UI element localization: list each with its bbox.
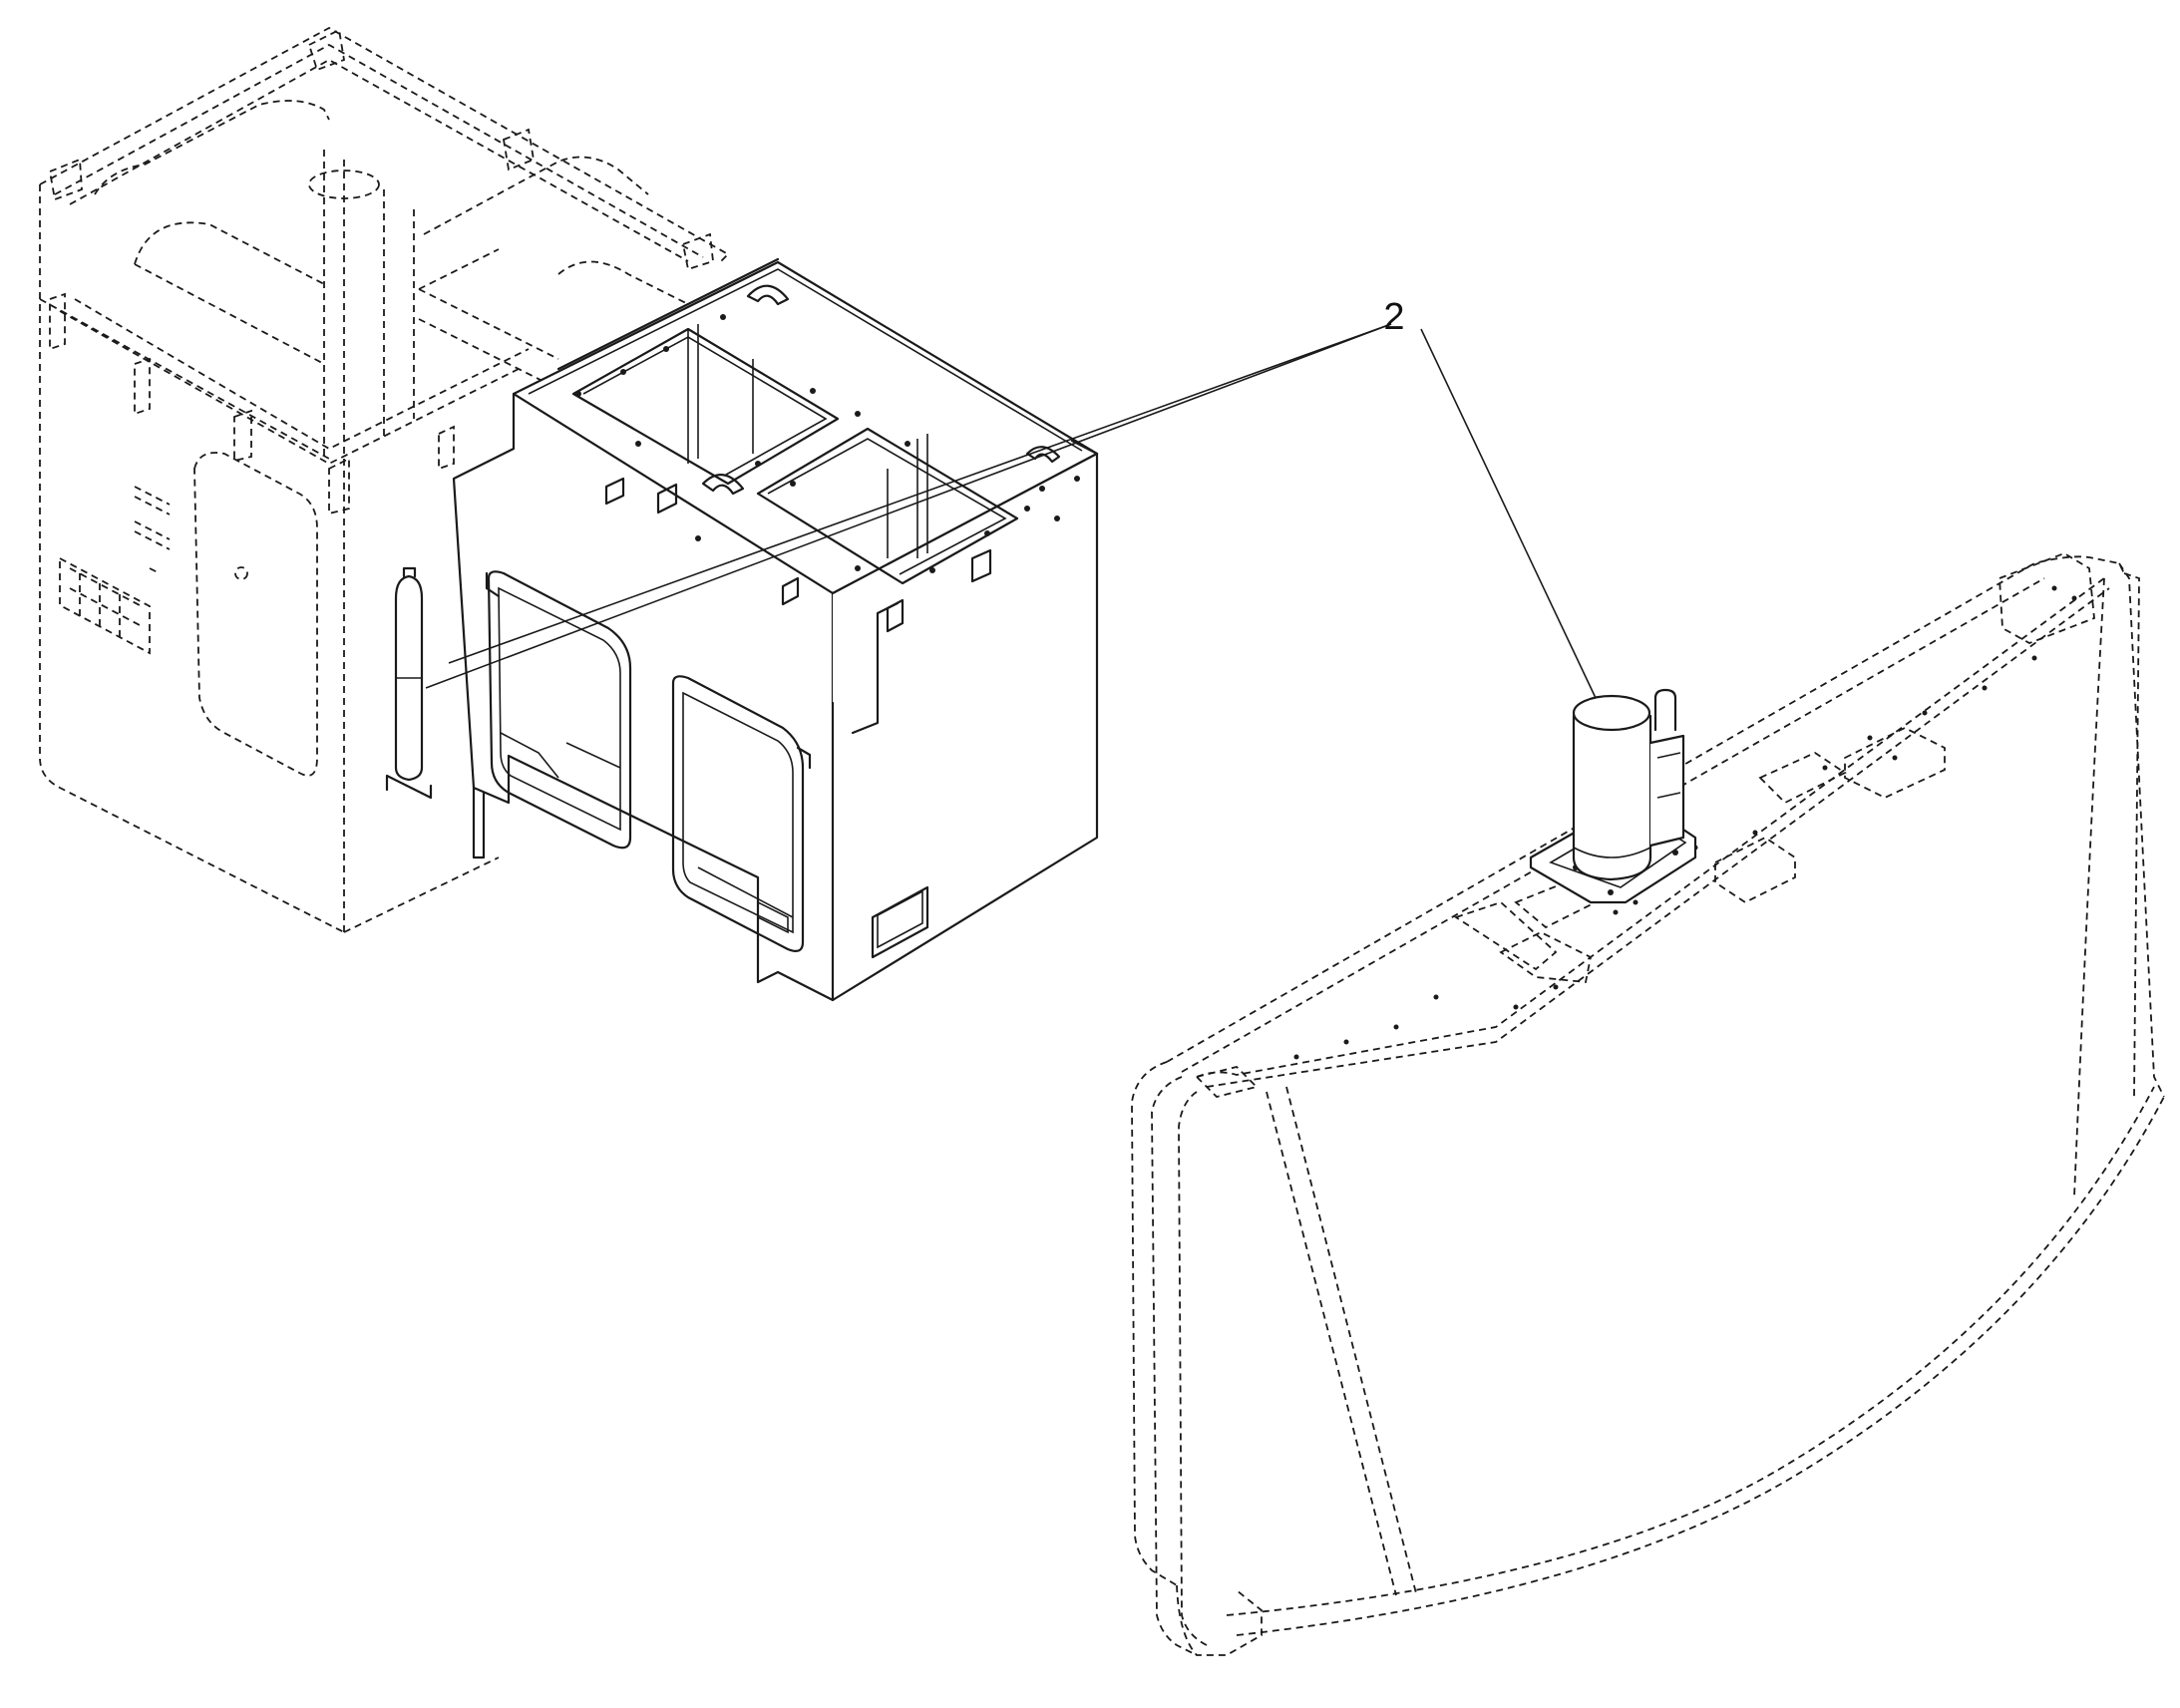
leader-line-to-tank: [425, 323, 1392, 689]
accumulator-tank: [385, 566, 433, 800]
callout-label: 2: [1383, 296, 1404, 338]
callout-2: 2: [425, 296, 1597, 699]
leader-line-to-lower-tank: [448, 323, 1392, 664]
compressor: [1529, 688, 1697, 904]
rear-frame-phantom: [39, 26, 730, 933]
leader-line-to-compressor: [1420, 328, 1597, 699]
main-cabinet: [452, 257, 1099, 1002]
